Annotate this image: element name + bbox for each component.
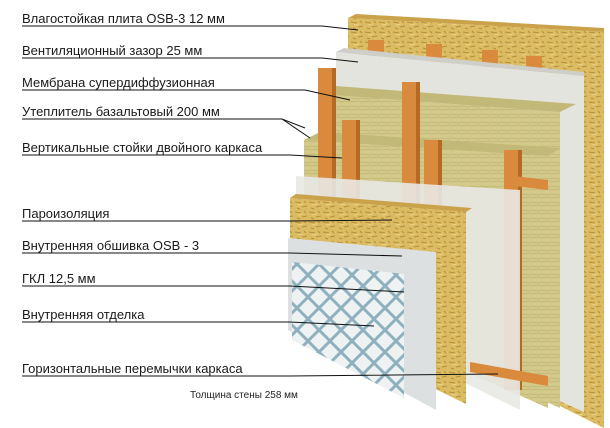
label-osb-outer: Влагостойкая плита OSB-3 12 мм [22, 11, 225, 26]
label-crossbars: Горизонтальные перемычки каркаса [22, 361, 243, 376]
label-insulation: Утеплитель базальтовый 200 мм [22, 104, 220, 119]
leader-lines [22, 25, 499, 377]
label-osb-inner: Внутренняя обшивка OSB - 3 [22, 238, 200, 253]
horizontal-crossbars [470, 176, 548, 386]
label-vapor: Пароизоляция [22, 206, 110, 221]
label-studs: Вертикальные стойки двойного каркаса [22, 140, 263, 155]
wall-thickness-caption: Толщина стены 258 мм [190, 390, 298, 401]
label-gkl: ГКЛ 12,5 мм [22, 271, 96, 286]
label-finish: Внутренняя отделка [22, 307, 145, 322]
label-vent-gap: Вентиляционный зазор 25 мм [22, 43, 203, 58]
finish-layer [292, 262, 404, 398]
label-membrane: Мембрана супердиффузионная [22, 75, 215, 90]
